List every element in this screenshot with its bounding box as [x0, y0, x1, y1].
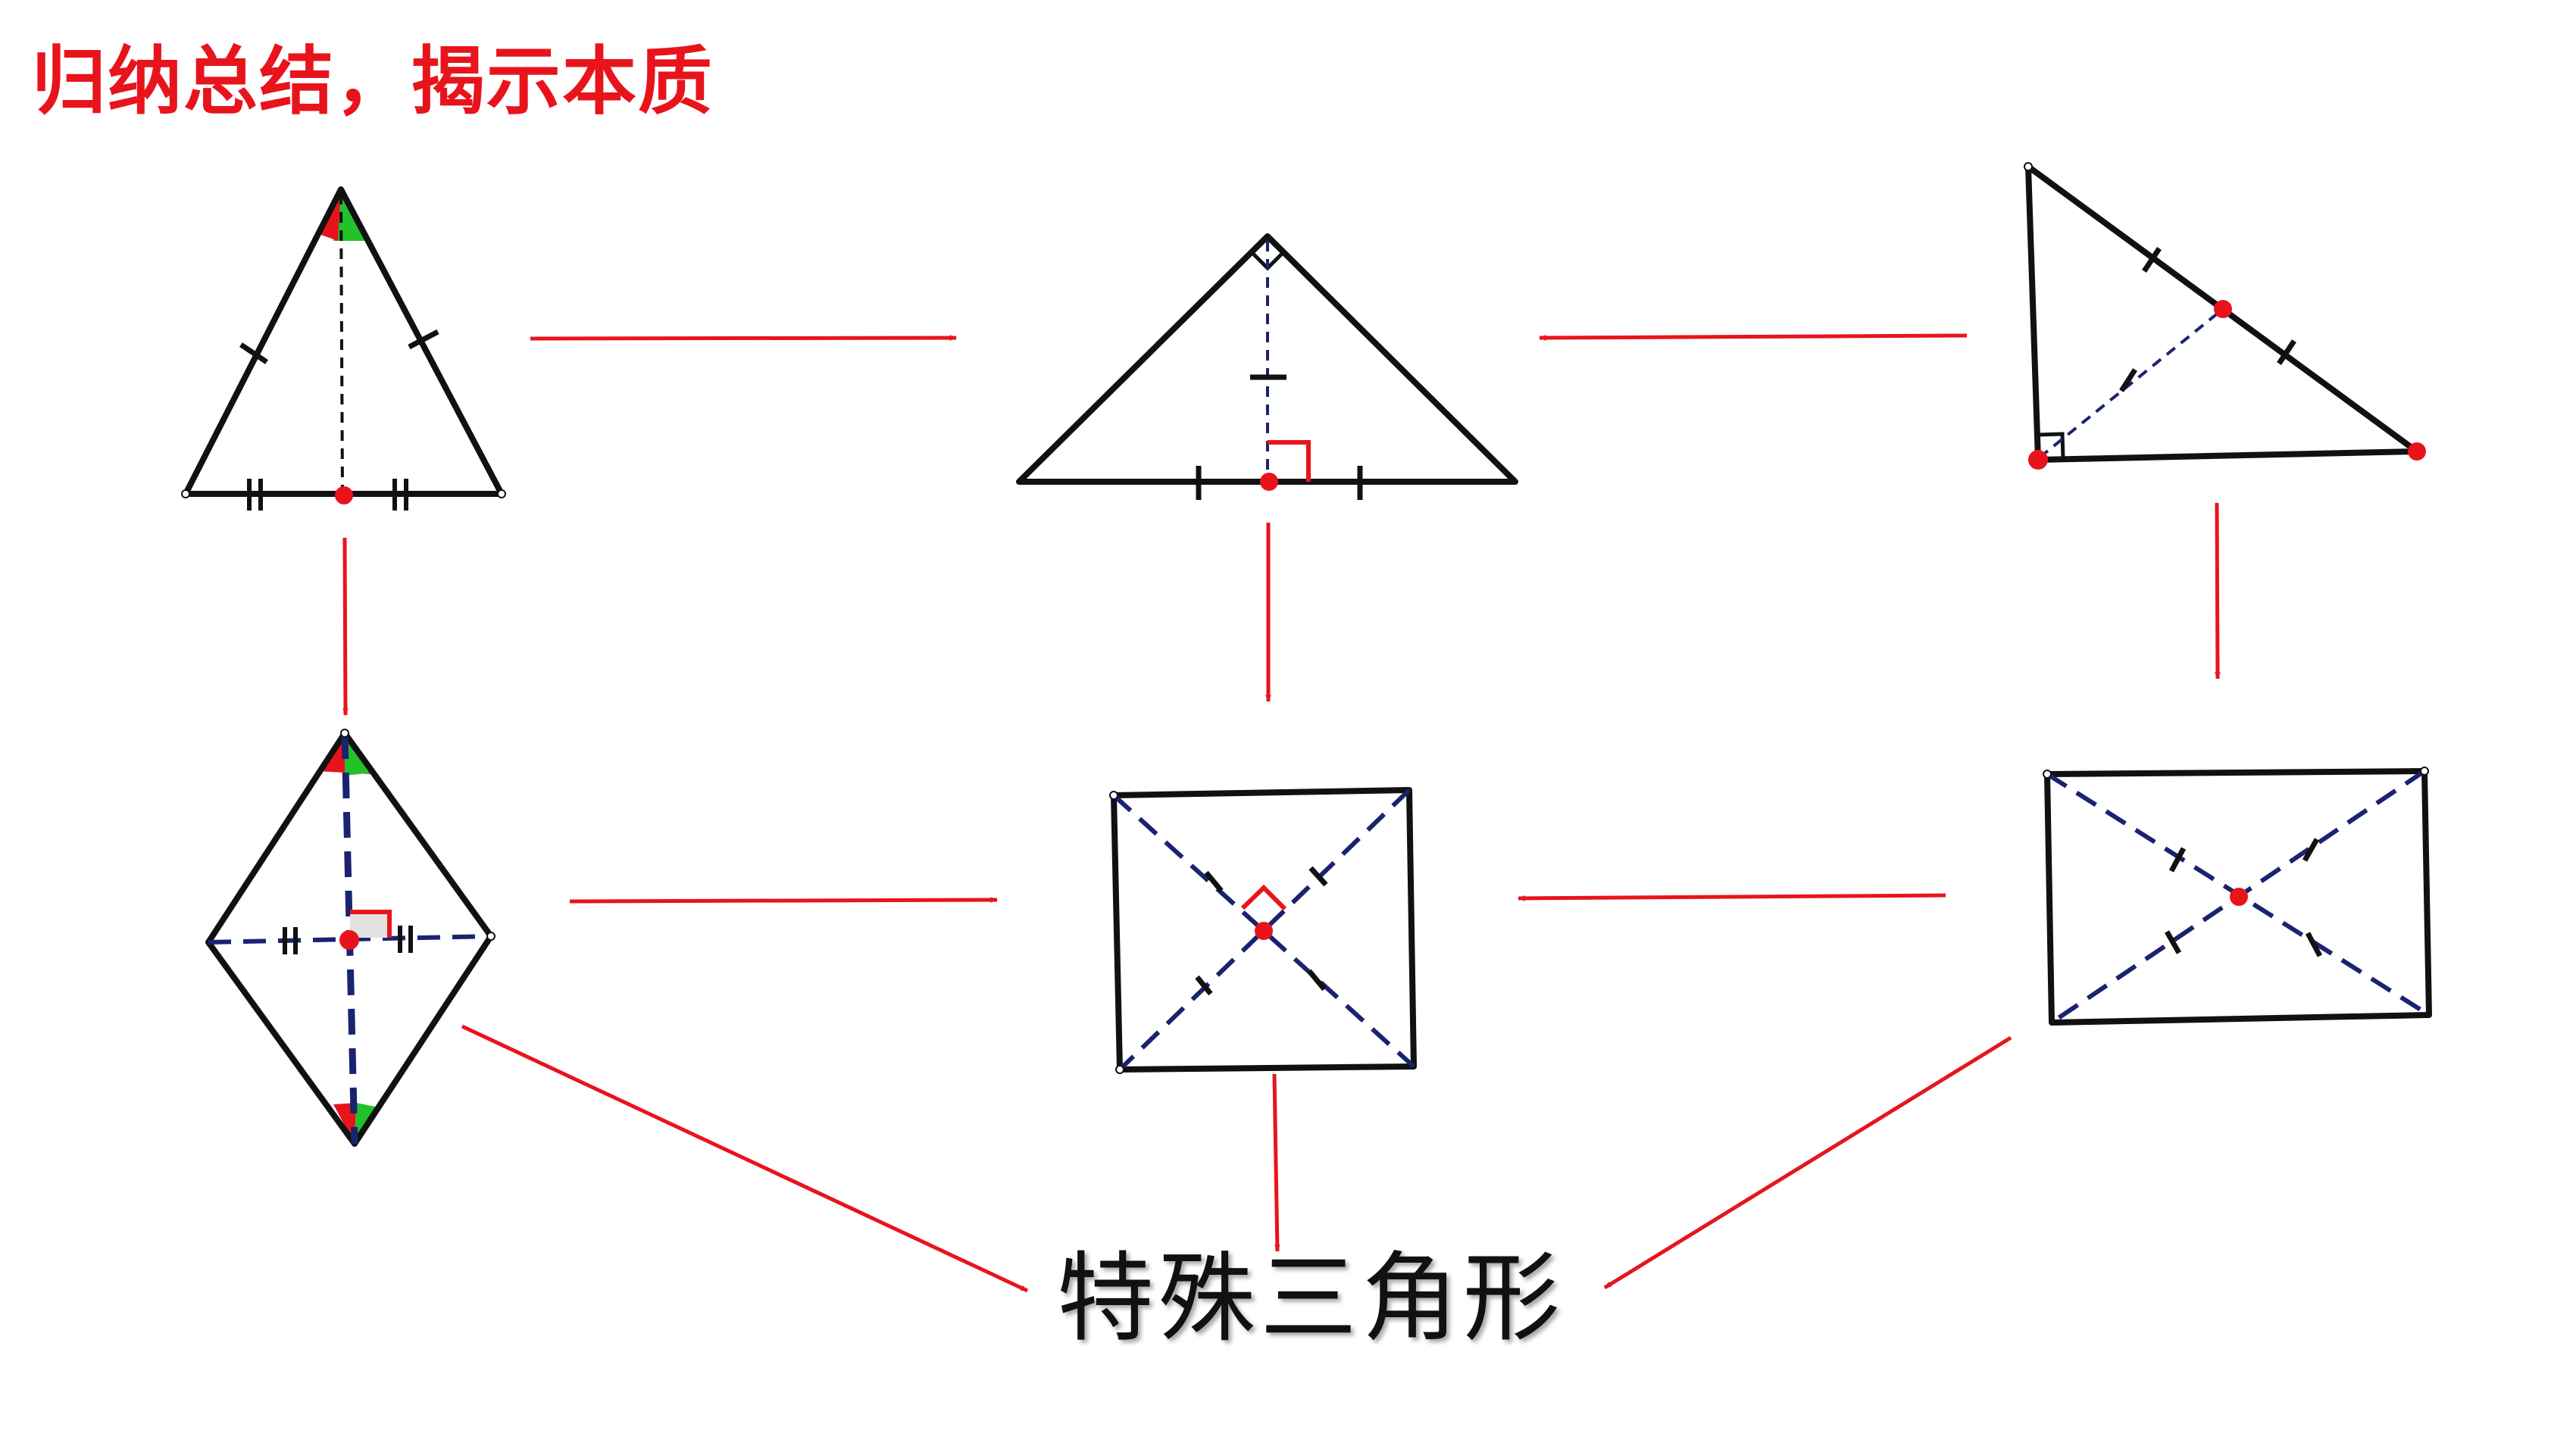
equal-side-tick-right	[408, 329, 439, 350]
vertex-dot	[1109, 791, 1118, 800]
vertex-dot	[497, 489, 506, 498]
isosceles-right-triangle	[1016, 233, 1518, 500]
right-angle-mark-base	[1268, 440, 1311, 482]
diagonal-tick	[1204, 870, 1224, 893]
arrow-isosceles-to-isosceles-right	[530, 335, 957, 342]
diagonal-double-ticks-right	[398, 926, 413, 953]
right-triangle	[2024, 162, 2426, 470]
arrow-rectangle-to-conclusion	[1603, 1035, 2012, 1290]
arrow-rectangle-to-square	[1518, 893, 1946, 901]
median-tick	[2119, 368, 2137, 392]
center-dot	[2230, 888, 2248, 906]
hypotenuse-tick-lower	[2277, 339, 2296, 365]
vertex-dot	[181, 489, 190, 498]
page-title: 归纳总结，揭示本质	[32, 39, 714, 125]
arrow-rhombus-to-square	[569, 897, 998, 904]
vertex-dot	[2420, 767, 2429, 776]
arrow-right-to-isosceles-right	[1539, 333, 1968, 341]
center-dot	[339, 930, 359, 950]
vertex-dot	[1115, 1065, 1124, 1074]
right-angle-mark	[1240, 884, 1287, 911]
arrow-rhombus-to-conclusion	[461, 1024, 1029, 1293]
equal-side-tick-left	[239, 342, 268, 364]
right-angle-mark	[2037, 432, 2065, 459]
square	[1109, 787, 1417, 1074]
vertex-dot	[486, 932, 496, 941]
diagonal-double-ticks-left	[283, 927, 298, 954]
right-angle-mark	[350, 910, 392, 938]
conclusion-label: 特殊三角形	[1057, 1242, 1565, 1355]
midpoint-dot	[1260, 473, 1278, 491]
vertex-dot	[2043, 770, 2052, 779]
altitude-dashed-line	[339, 193, 344, 495]
diagonal-tick	[2164, 930, 2182, 954]
hypotenuse-tick-upper	[2142, 247, 2162, 273]
arrow-square-to-conclusion	[1272, 1073, 1280, 1252]
arrow-right-to-rectangle	[2214, 502, 2221, 679]
rectangle	[2043, 767, 2432, 1026]
diagonal-tick	[2302, 838, 2320, 862]
median-dashed-line	[2038, 308, 2224, 459]
midpoint-dot	[335, 486, 353, 504]
diagonal-tick	[1308, 866, 1328, 887]
vertex-dot	[340, 729, 349, 738]
arrows	[342, 333, 2221, 1293]
isosceles-triangle	[181, 186, 506, 511]
diagonal-tick	[1307, 969, 1327, 992]
center-dot	[1255, 922, 1273, 940]
base-double-ticks-right	[392, 479, 408, 511]
base-double-ticks-left	[247, 479, 263, 511]
rectangle-outline	[2044, 768, 2432, 1026]
rhombus	[205, 729, 496, 1147]
midpoint-dot	[2214, 300, 2232, 318]
vertex-dot	[2024, 162, 2033, 171]
diagonal-tick	[1195, 975, 1213, 996]
diagonal-tick	[2305, 932, 2323, 957]
diagonal-tick	[2168, 847, 2187, 873]
vertex-dot	[2408, 442, 2426, 461]
vertex-dot	[2028, 450, 2048, 470]
diagonal-dashed	[1118, 788, 1411, 1072]
